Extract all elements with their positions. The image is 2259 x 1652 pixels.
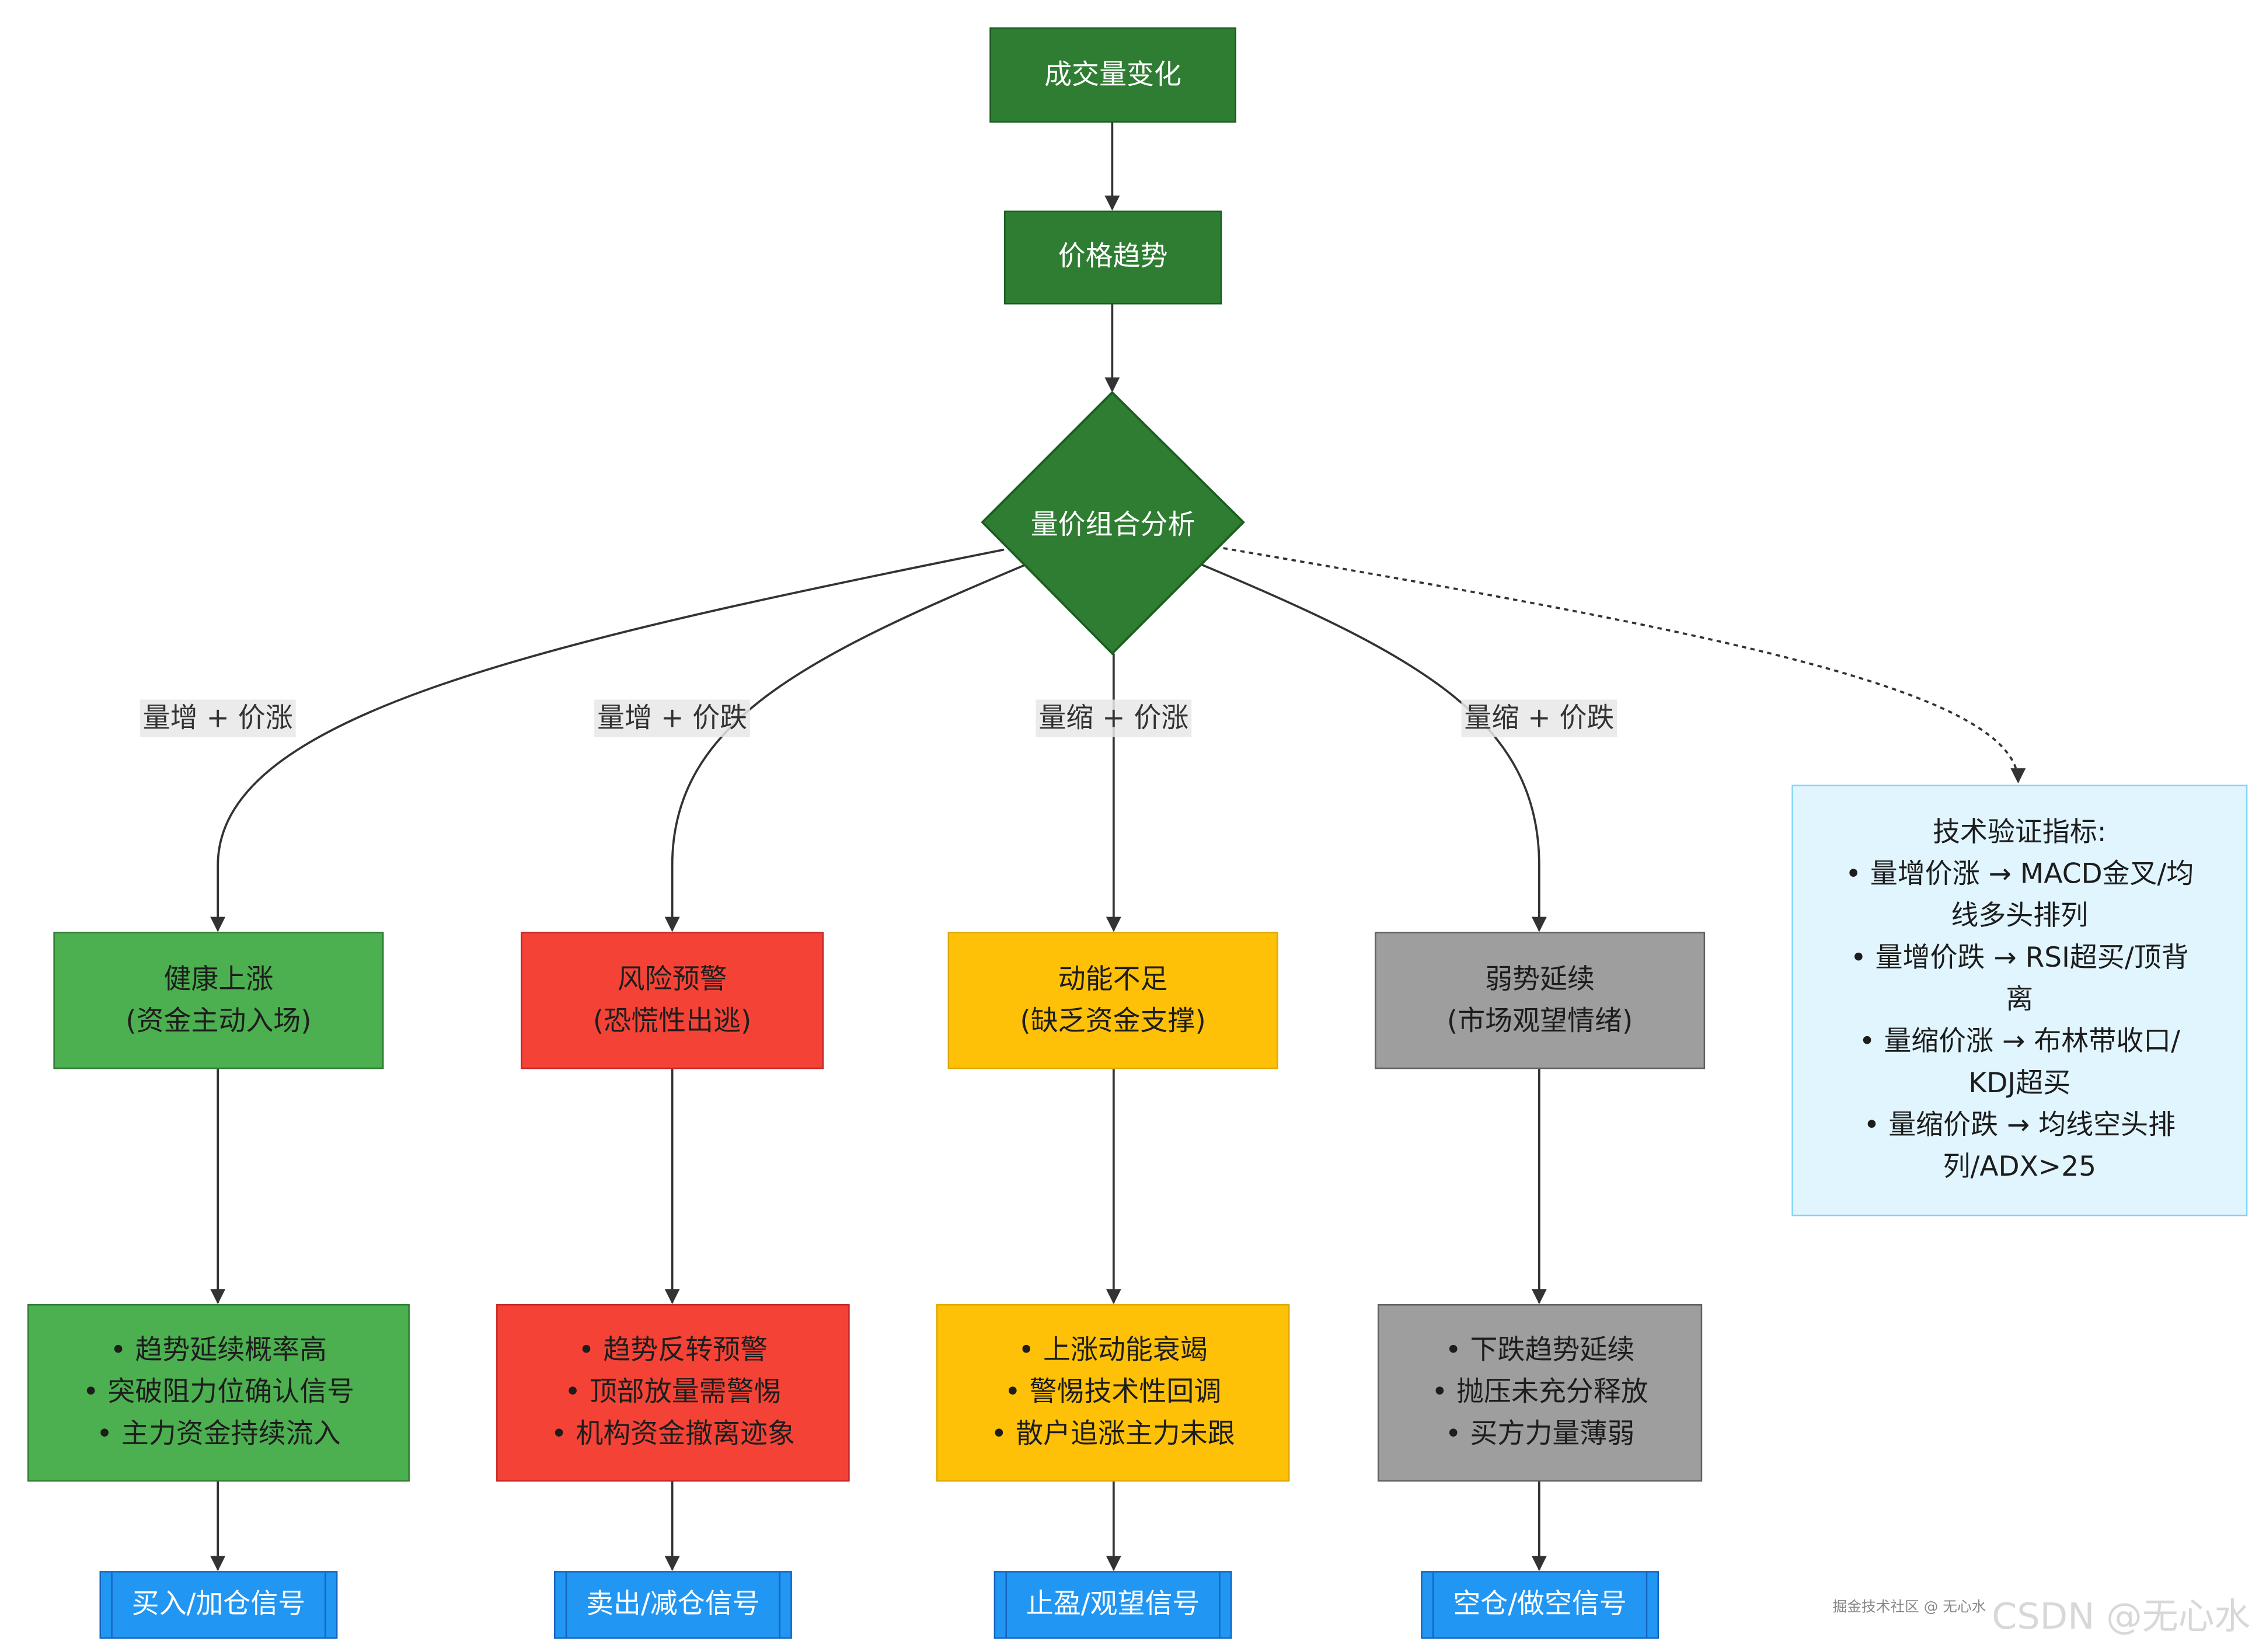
detail-item: • 散户追涨主力未跟 (991, 1418, 1235, 1450)
detail-item: • 趋势延续概率高 (110, 1334, 327, 1367)
node-price-trend-label: 价格趋势 (1058, 241, 1168, 273)
watermark-main: CSDN @无心水 (1992, 1595, 2251, 1637)
node-weak-continuation-details: • 下跌趋势延续 • 抛压未充分释放 • 买方力量薄弱 (1378, 1304, 1703, 1482)
tech-indicators-title: 技术验证指标: (1933, 816, 2107, 849)
tech-indicator-line: 线多头排列 (1951, 900, 2089, 932)
signal-short: 空仓/做空信号 (1421, 1571, 1659, 1639)
node-weak-momentum-subtitle: (缺乏资金支撑) (1020, 1005, 1206, 1037)
edge-to-weak-trend (1200, 563, 1547, 932)
watermark: 掘金技术社区 @ 无心水 CSDN @无心水 (1833, 1588, 2251, 1640)
node-weak-continuation-title: 弱势延续 (1485, 963, 1595, 995)
detail-item: • 抛压未充分释放 (1431, 1376, 1648, 1408)
detail-item: • 警惕技术性回调 (1004, 1376, 1222, 1408)
edge-label-vol-up-price-up: 量增 + 价涨 (140, 699, 296, 737)
node-healthy-details: • 趋势延续概率高 • 突破阻力位确认信号 • 主力资金持续流入 (27, 1304, 410, 1482)
detail-item: • 买方力量薄弱 (1445, 1418, 1635, 1450)
node-healthy-rise-subtitle: (资金主动入场) (126, 1005, 312, 1037)
node-volume-change-label: 成交量变化 (1044, 58, 1181, 90)
detail-item: • 主力资金持续流入 (96, 1418, 341, 1450)
node-tech-indicators: 技术验证指标: • 量增价涨 → MACD金叉/均 线多头排列 • 量增价跌 →… (1791, 785, 2248, 1217)
node-risk-warning-title: 风险预警 (617, 963, 727, 995)
tech-indicator-line: • 量增价涨 → MACD金叉/均 (1845, 858, 2194, 890)
node-healthy-rise-title: 健康上涨 (163, 963, 274, 995)
node-volume-change: 成交量变化 (989, 27, 1236, 123)
tech-indicator-line: KDJ超买 (1968, 1067, 2071, 1100)
detail-item: • 突破阻力位确认信号 (82, 1376, 355, 1408)
detail-item: • 上涨动能衰竭 (1018, 1334, 1208, 1367)
edge-label-vol-down-price-up: 量缩 + 价涨 (1036, 699, 1192, 737)
edge-to-tech-indicators (1223, 547, 2026, 784)
node-risk-warning-subtitle: (恐慌性出逃) (592, 1005, 752, 1037)
signal-take-profit-label: 止盈/观望信号 (1026, 1588, 1200, 1620)
node-weak-momentum-title: 动能不足 (1058, 963, 1168, 995)
signal-take-profit: 止盈/观望信号 (993, 1571, 1232, 1639)
decision-label: 量价组合分析 (1030, 509, 1195, 541)
signal-sell: 卖出/减仓信号 (553, 1571, 792, 1639)
tech-indicator-line: 离 (2006, 984, 2034, 1016)
edge-label-vol-up-price-down: 量增 + 价跌 (594, 699, 751, 737)
watermark-small: 掘金技术社区 @ 无心水 (1832, 1599, 1986, 1616)
detail-item: • 趋势反转预警 (578, 1334, 768, 1367)
edge-to-risk (664, 563, 1028, 932)
detail-item: • 机构资金撤离迹象 (550, 1418, 795, 1450)
signal-buy: 买入/加仓信号 (99, 1571, 338, 1639)
node-weak-momentum-details: • 上涨动能衰竭 • 警惕技术性回调 • 散户追涨主力未跟 (936, 1304, 1290, 1482)
node-risk-warning: 风险预警 (恐慌性出逃) (521, 932, 824, 1069)
node-risk-details: • 趋势反转预警 • 顶部放量需警惕 • 机构资金撤离迹象 (496, 1304, 850, 1482)
node-weak-continuation-subtitle: (市场观望情绪) (1446, 1005, 1633, 1037)
edge-to-healthy (210, 548, 1005, 932)
node-weak-momentum: 动能不足 (缺乏资金支撑) (947, 932, 1278, 1069)
edge-label-vol-down-price-down: 量缩 + 价跌 (1461, 699, 1617, 737)
signal-short-label: 空仓/做空信号 (1453, 1588, 1627, 1620)
signal-buy-label: 买入/加仓信号 (131, 1588, 306, 1620)
tech-indicator-line: • 量缩价跌 → 均线空头排 (1863, 1109, 2176, 1141)
decision-diamond (981, 391, 1245, 656)
signal-sell-label: 卖出/减仓信号 (586, 1588, 760, 1620)
tech-indicator-line: • 量增价跌 → RSI超买/顶背 (1850, 942, 2189, 974)
node-price-trend: 价格趋势 (1004, 210, 1222, 305)
tech-indicator-line: • 量缩价涨 → 布林带收口/ (1859, 1026, 2180, 1058)
tech-indicator-line: 列/ADX>25 (1943, 1151, 2096, 1183)
node-weak-continuation: 弱势延续 (市场观望情绪) (1375, 932, 1706, 1069)
detail-item: • 顶部放量需警惕 (564, 1376, 782, 1408)
node-healthy-rise: 健康上涨 (资金主动入场) (53, 932, 384, 1069)
detail-item: • 下跌趋势延续 (1445, 1334, 1635, 1367)
